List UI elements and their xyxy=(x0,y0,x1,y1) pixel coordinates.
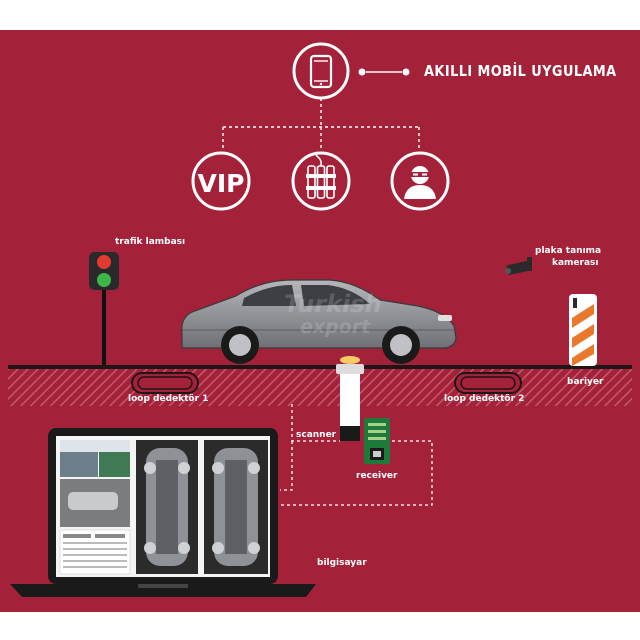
vip-label: VIP xyxy=(198,169,245,198)
mobile-phone-icon xyxy=(292,42,350,100)
receiver-device xyxy=(364,418,390,464)
vip-icon: VIP xyxy=(191,151,251,211)
app-connectors xyxy=(222,98,420,150)
dynamite-icon xyxy=(291,151,351,211)
watermark-line1: Turkish xyxy=(284,290,382,318)
scanner-device xyxy=(336,356,364,441)
traffic-light-label: trafik lambası xyxy=(115,237,186,247)
title-connector xyxy=(358,68,410,76)
loop2-label: loop dedektör 2 xyxy=(444,394,525,404)
wiring-connectors xyxy=(280,404,433,506)
plate-camera-icon xyxy=(505,257,532,275)
receiver-label: receiver xyxy=(356,471,398,481)
masked-thief-icon xyxy=(390,151,450,211)
ground-hatch xyxy=(8,368,632,406)
watermark-line2: export xyxy=(300,316,371,338)
scanner-label: scanner xyxy=(296,430,337,440)
road-surface xyxy=(8,365,632,369)
loop1-label: loop dedektör 1 xyxy=(128,394,209,404)
barrier-label: bariyer xyxy=(567,377,604,387)
app-title: AKILLI MOBİL UYGULAMA xyxy=(424,62,617,80)
traffic-light xyxy=(89,252,119,366)
car-illustration xyxy=(181,279,457,364)
loop-detector-1 xyxy=(131,372,199,394)
computer-label: bilgisayar xyxy=(317,558,367,568)
loop-detector-2 xyxy=(454,372,522,394)
barrier-post xyxy=(569,294,597,366)
laptop-computer xyxy=(10,428,316,597)
camera-label-line1: plaka tanıma xyxy=(535,246,602,256)
camera-label-line2: kamerası xyxy=(552,258,599,268)
